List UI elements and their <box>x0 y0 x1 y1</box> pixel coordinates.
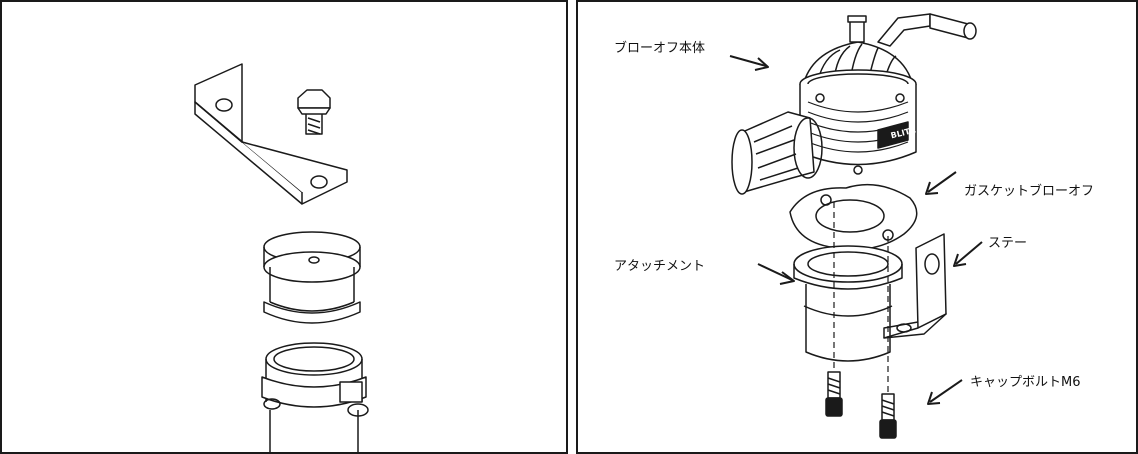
left-exploded-view <box>194 63 369 452</box>
right-exploded-view: BLITZ <box>729 13 983 439</box>
arrow-stay <box>953 241 983 267</box>
hose-clamp-part <box>261 342 369 452</box>
right-diagram-panel: BLITZ ブローオフ本体 ガスケットブローオフ ステー アタッチメント キャッ… <box>576 0 1138 454</box>
flange-bolt-part <box>297 89 331 135</box>
alignment-lines <box>833 202 889 394</box>
left-diagram-panel <box>0 0 568 454</box>
label-stay: ステー <box>988 236 1028 251</box>
arrow-attachment <box>757 263 795 285</box>
cap-adapter-part <box>263 231 361 324</box>
leader-arrows <box>729 55 983 405</box>
label-cap-bolt: キャップボルトM6 <box>970 375 1081 390</box>
cap-bolt-left <box>825 371 843 417</box>
label-gasket: ガスケットブローオフ <box>964 184 1095 199</box>
arrow-cap-bolt <box>927 379 963 405</box>
gasket-part <box>789 183 918 251</box>
cap-bolt-right <box>879 393 897 439</box>
blowoff-valve-body <box>731 13 977 195</box>
arrow-gasket <box>925 171 957 195</box>
l-bracket-part <box>194 63 348 205</box>
label-blowoff-body: ブローオフ本体 <box>614 41 706 56</box>
attachment-part <box>793 245 903 362</box>
arrow-blowoff-body <box>729 55 769 71</box>
stay-bracket-part <box>883 233 947 339</box>
label-attachment: アタッチメント <box>614 259 706 274</box>
